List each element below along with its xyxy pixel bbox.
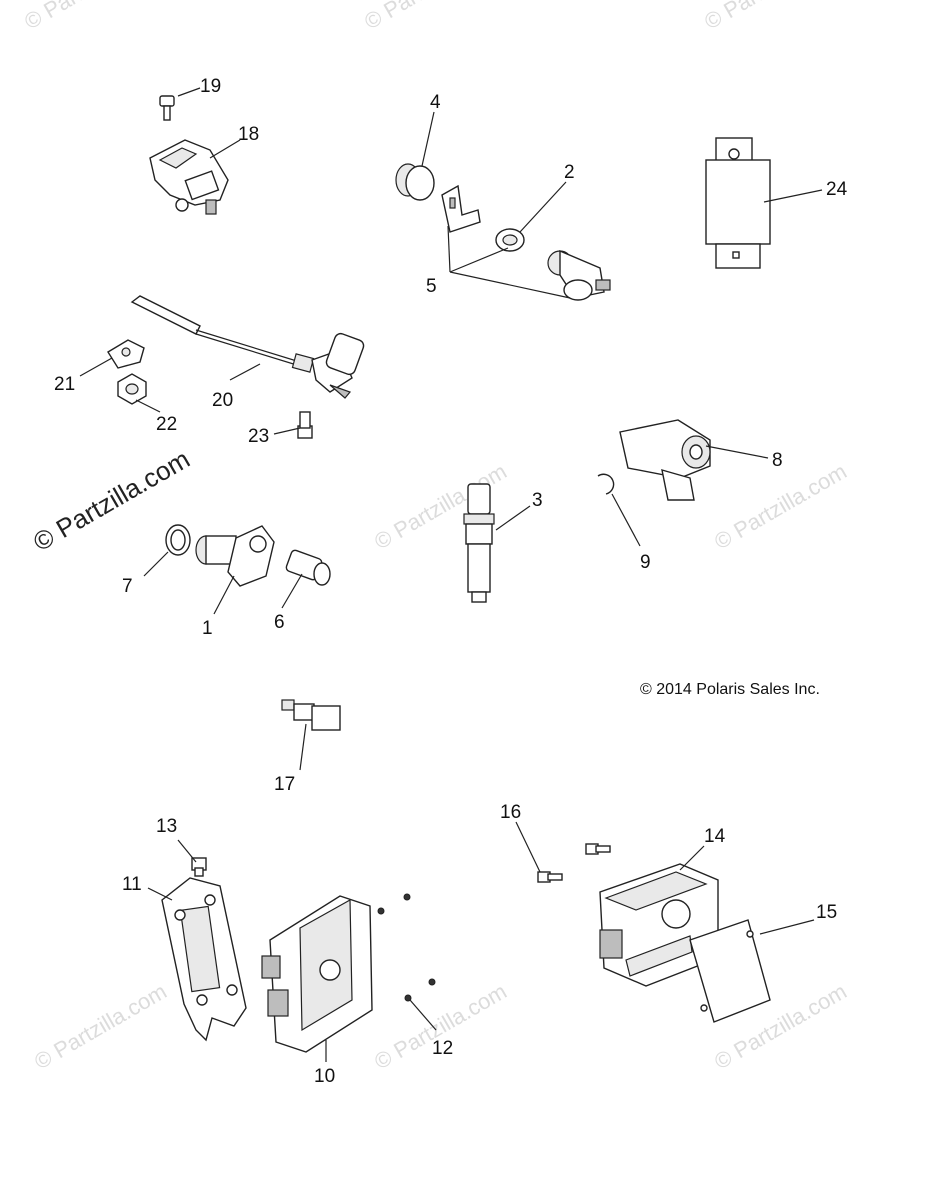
leader-lines (79, 87, 823, 1062)
callout-23: 23 (248, 426, 269, 447)
callout-22: 22 (156, 414, 177, 435)
part-15-cover-plate (689, 919, 771, 1023)
copyright-text: © 2014 Polaris Sales Inc. (640, 681, 820, 698)
part-12-screws (377, 893, 436, 1002)
callout-13: 13 (156, 816, 177, 837)
part-5-clip (441, 184, 481, 233)
watermark-5: © Partzilla.com (710, 459, 851, 555)
callout-21: 21 (54, 374, 75, 395)
part-18-map-sensor (149, 139, 229, 215)
callout-12: 12 (432, 1038, 453, 1059)
part-8-knock-sensor (619, 419, 711, 501)
callout-24: 24 (826, 179, 848, 200)
callout-15: 15 (816, 902, 837, 923)
part-4-grommet (395, 163, 435, 201)
part-5-switch (547, 249, 611, 301)
callout-5: 5 (426, 276, 437, 297)
watermark-1: © Partzilla.com (20, 0, 161, 34)
callout-17: 17 (274, 774, 295, 795)
callout-10: 10 (314, 1066, 335, 1087)
part-21-clamp (107, 339, 145, 369)
callout-6: 6 (274, 612, 285, 633)
part-2-nut (495, 228, 525, 252)
part-23-bolt (297, 411, 313, 439)
part-7-oring (165, 524, 191, 556)
part-22-nut (117, 373, 147, 405)
callout-11: 11 (122, 874, 142, 895)
watermark-6: © Partzilla.com (30, 979, 171, 1075)
watermark-2: © Partzilla.com (360, 0, 501, 34)
part-3-sensor (463, 483, 495, 603)
part-14-housing (599, 863, 719, 987)
callout-20: 20 (212, 390, 233, 411)
part-19-bolt (159, 95, 175, 121)
callout-8: 8 (772, 450, 783, 471)
callouts: 19 18 4 2 5 24 21 20 22 23 3 8 9 7 1 6 1… (54, 76, 848, 1087)
part-13-bolt (191, 857, 207, 877)
callout-2: 2 (564, 162, 575, 183)
callout-16: 16 (500, 802, 521, 823)
callout-3: 3 (532, 490, 543, 511)
part-11-bracket (161, 877, 247, 1042)
part-17-temp-sensor (281, 699, 341, 731)
watermark-3: © Partzilla.com (700, 0, 841, 34)
part-16-bolts (537, 843, 611, 883)
callout-9: 9 (640, 552, 651, 573)
callout-4: 4 (430, 92, 441, 113)
part-20-cable-sensor (130, 295, 365, 399)
callout-19: 19 (200, 76, 221, 97)
part-24-relay (705, 137, 771, 269)
part-6-bushing (285, 549, 331, 586)
part-9-clip (597, 473, 615, 495)
callout-7: 7 (122, 576, 133, 597)
callout-18: 18 (238, 124, 259, 145)
callout-14: 14 (704, 826, 726, 847)
callout-1: 1 (202, 618, 213, 639)
watermark-7: © Partzilla.com (370, 979, 511, 1075)
part-1-cam-sensor (195, 525, 275, 587)
part-10-ecu (261, 895, 373, 1053)
